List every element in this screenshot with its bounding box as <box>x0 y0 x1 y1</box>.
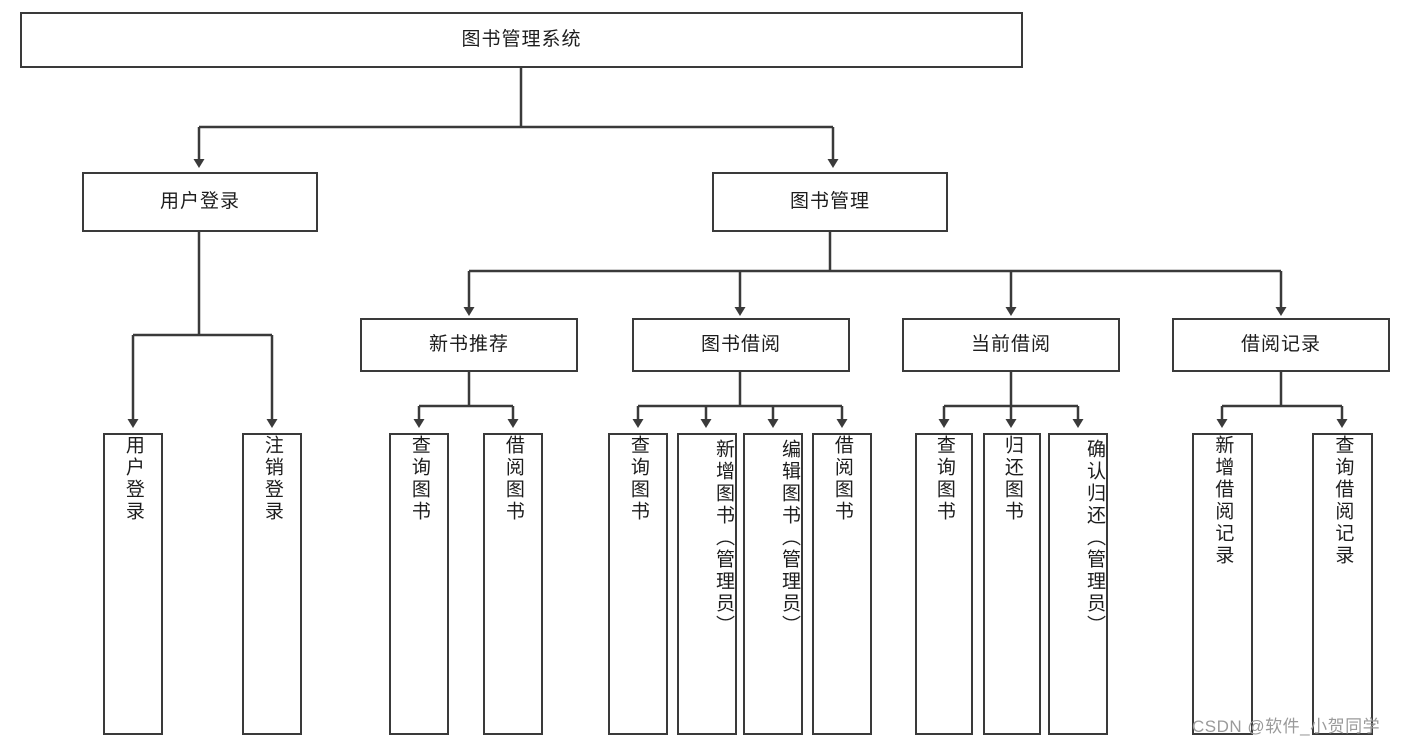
leaf-current-borrow-query-book[interactable]: 查询图书 <box>915 433 973 735</box>
leaf-book-borrow-edit-book-admin[interactable]: 编辑图书（管理员） <box>743 433 803 735</box>
leaf-book-borrow-query-book[interactable]: 查询图书 <box>608 433 668 735</box>
leaf-new-book-borrow-book[interactable]: 借阅图书 <box>483 433 543 735</box>
node-book-borrow[interactable]: 图书借阅 <box>632 318 850 372</box>
leaf-new-book-query-book[interactable]: 查询图书 <box>389 433 449 735</box>
leaf-user-login-logout[interactable]: 注销登录 <box>242 433 302 735</box>
watermark-csdn: CSDN @软件_小贺同学 <box>1192 717 1381 736</box>
leaf-borrow-record-add-record[interactable]: 新增借阅记录 <box>1192 433 1253 735</box>
leaf-current-borrow-confirm-return-admin[interactable]: 确认归还（管理员） <box>1048 433 1108 735</box>
node-user-login[interactable]: 用户登录 <box>82 172 318 232</box>
node-book-management[interactable]: 图书管理 <box>712 172 948 232</box>
leaf-user-login-login[interactable]: 用户登录 <box>103 433 163 735</box>
leaf-current-borrow-return-book[interactable]: 归还图书 <box>983 433 1041 735</box>
node-root-book-management-system[interactable]: 图书管理系统 <box>20 12 1023 68</box>
leaf-book-borrow-borrow-book[interactable]: 借阅图书 <box>812 433 872 735</box>
leaf-book-borrow-add-book-admin[interactable]: 新增图书（管理员） <box>677 433 737 735</box>
node-borrow-record[interactable]: 借阅记录 <box>1172 318 1390 372</box>
node-new-book-recommend[interactable]: 新书推荐 <box>360 318 578 372</box>
leaf-borrow-record-query-record[interactable]: 查询借阅记录 <box>1312 433 1373 735</box>
node-current-borrow[interactable]: 当前借阅 <box>902 318 1120 372</box>
